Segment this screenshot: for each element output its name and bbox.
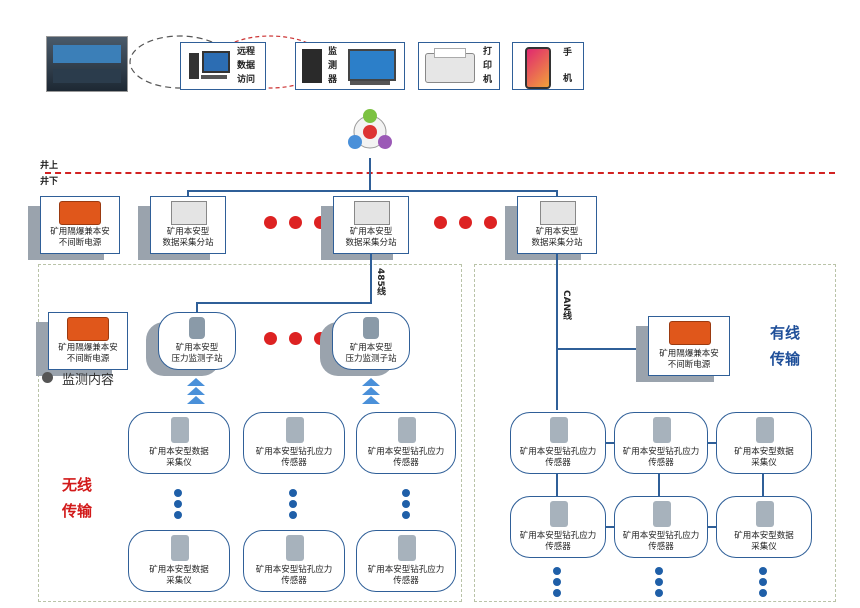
wired-device: 矿用本安型钻孔应力 传感器 xyxy=(510,412,606,474)
collector-1-label: 矿用本安型 数据采集分站 xyxy=(162,227,214,248)
sensor-icon xyxy=(550,417,568,443)
remote-access-label: 远程 数据 访问 xyxy=(237,47,256,85)
vertical-dots xyxy=(655,564,663,600)
pressure-station-2: 矿用本安型 压力监测子站 xyxy=(332,312,410,370)
junction-box-icon xyxy=(171,201,207,225)
sensor-icon xyxy=(286,535,304,561)
sensor-icon xyxy=(756,501,774,527)
phone-box: 手 机 xyxy=(512,42,584,90)
collector-3-label: 矿用本安型 数据采集分站 xyxy=(531,227,583,248)
sensor-icon xyxy=(550,501,568,527)
wired-section xyxy=(474,264,836,602)
legend-bullet xyxy=(42,372,53,383)
screen-icon xyxy=(348,49,396,81)
wireless-section xyxy=(38,264,462,602)
vertical-dots xyxy=(289,486,297,522)
phone-icon xyxy=(525,47,551,89)
wireless-device: 矿用本安型钻孔应力 传感器 xyxy=(243,530,345,592)
ups-left-station: 矿用隔爆兼本安 不间断电源 xyxy=(40,196,120,254)
collector-station-3: 矿用本安型 数据采集分站 xyxy=(517,196,597,254)
wireless-device: 矿用本安型数据 采集仪 xyxy=(128,530,230,592)
remote-access-box: 远程 数据 访问 xyxy=(180,42,266,90)
ups-wireless: 矿用隔爆兼本安 不间断电源 xyxy=(48,312,128,370)
pressure-station-1: 矿用本安型 压力监测子站 xyxy=(158,312,236,370)
wired-device: 矿用本安型数据 采集仪 xyxy=(716,496,812,558)
wireless-title: 无线 传输 xyxy=(62,476,93,520)
above-ground-label: 井上 xyxy=(40,161,59,171)
collector-station-2: 矿用本安型 数据采集分站 xyxy=(333,196,409,254)
junction-box-icon xyxy=(354,201,390,225)
wired-device: 矿用本安型数据 采集仪 xyxy=(716,412,812,474)
pressure-station-1-label: 矿用本安型 压力监测子站 xyxy=(171,343,223,364)
ups-icon xyxy=(669,321,711,345)
below-ground-label: 井下 xyxy=(40,177,59,187)
vertical-dots xyxy=(553,564,561,600)
sensor-icon xyxy=(171,417,189,443)
phone-label: 手 机 xyxy=(563,48,573,84)
printer-box: 打 印 机 xyxy=(418,42,500,90)
computer-icon xyxy=(189,49,230,81)
sensor-icon xyxy=(398,535,416,561)
printer-label: 打 印 机 xyxy=(483,47,493,85)
printer-icon xyxy=(425,48,475,83)
pressure-station-2-label: 矿用本安型 压力监测子站 xyxy=(345,343,397,364)
wired-title: 有线 传输 xyxy=(770,324,801,368)
vertical-dots xyxy=(759,564,767,600)
sensor-icon xyxy=(653,417,671,443)
can-bus-label: CAN线 xyxy=(561,290,571,321)
ground-divider-line xyxy=(45,172,835,174)
network-hub-icon xyxy=(348,109,392,149)
collector-2-label: 矿用本安型 数据采集分站 xyxy=(345,227,397,248)
wireless-device: 矿用本安型钻孔应力 传感器 xyxy=(356,530,456,592)
ups-icon xyxy=(59,201,101,225)
wired-device: 矿用本安型钻孔应力 传感器 xyxy=(614,496,708,558)
rs485-bus xyxy=(196,302,372,304)
rs485-bus-label: 485线 xyxy=(375,268,385,296)
ellipsis-dots-2 xyxy=(428,214,503,233)
monitor-box: 监 测 器 xyxy=(295,42,405,90)
sensor-icon xyxy=(653,501,671,527)
wireless-device: 矿用本安型钻孔应力 传感器 xyxy=(356,412,456,474)
collector-station-1: 矿用本安型 数据采集分站 xyxy=(150,196,226,254)
ups-wireless-label: 矿用隔爆兼本安 不间断电源 xyxy=(58,343,118,364)
sensor-icon xyxy=(398,417,416,443)
wireless-device: 矿用本安型钻孔应力 传感器 xyxy=(243,412,345,474)
wired-device: 矿用本安型钻孔应力 传感器 xyxy=(614,412,708,474)
pressure-sensor-icon xyxy=(363,317,379,339)
sensor-icon xyxy=(171,535,189,561)
control-room-photo xyxy=(46,36,128,92)
ellipsis-dots-1 xyxy=(258,214,333,233)
ups-icon xyxy=(67,317,109,341)
monitoring-content-legend: 监测内容 xyxy=(62,373,115,388)
pressure-sensor-icon xyxy=(189,317,205,339)
vertical-dots xyxy=(174,486,182,522)
wireless-device: 矿用本安型数据 采集仪 xyxy=(128,412,230,474)
ups-wired: 矿用隔爆兼本安 不间断电源 xyxy=(648,316,730,376)
monitor-label: 监 测 器 xyxy=(328,47,338,85)
can-bus xyxy=(556,254,558,410)
junction-box-icon xyxy=(540,201,576,225)
substation-bus xyxy=(187,190,557,192)
wired-device: 矿用本安型钻孔应力 传感器 xyxy=(510,496,606,558)
ups-left-label: 矿用隔爆兼本安 不间断电源 xyxy=(50,227,110,248)
ups-wired-label: 矿用隔爆兼本安 不间断电源 xyxy=(659,349,719,370)
sensor-icon xyxy=(756,417,774,443)
server-icon xyxy=(302,49,322,83)
sensor-icon xyxy=(286,417,304,443)
vertical-dots xyxy=(402,486,410,522)
ellipsis-dots-3 xyxy=(258,330,333,349)
